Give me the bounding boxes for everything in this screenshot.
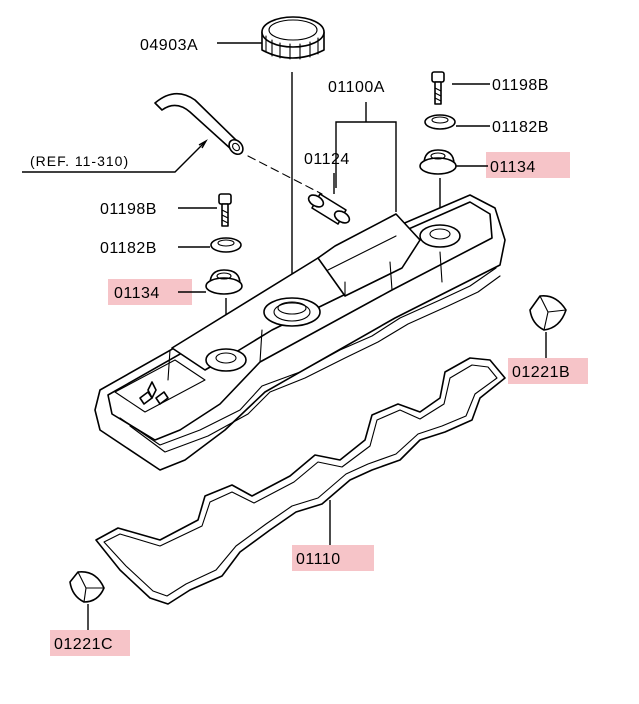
highlight-gasket <box>292 545 374 571</box>
label-washer-top: 01182B <box>492 119 549 136</box>
label-plug-left: 01221C <box>54 636 113 653</box>
rocker-cover[interactable] <box>94 194 506 471</box>
label-gasket: 01110 <box>296 551 341 568</box>
washer-left[interactable] <box>210 237 242 253</box>
label-grommet-top: 01134 <box>490 159 536 176</box>
highlight-grommet-top <box>486 152 570 178</box>
grommet-left[interactable] <box>205 269 243 295</box>
label-bolt-left: 01198B <box>100 201 157 218</box>
label-pipe: 01124 <box>304 151 350 168</box>
three-diamond-logo-icon <box>139 381 169 405</box>
label-bolt-top: 01198B <box>492 77 549 94</box>
label-plug-right: 01221B <box>512 364 570 381</box>
label-ref: (REF. 11-310) <box>30 153 129 169</box>
bolt-top[interactable] <box>431 71 445 105</box>
half-moon-plug-left[interactable] <box>69 571 105 603</box>
label-cover-assy: 01100A <box>328 79 385 96</box>
half-moon-plug-right[interactable] <box>529 294 567 331</box>
oil-filler-cap[interactable] <box>261 16 325 60</box>
leader-ref <box>22 141 206 173</box>
label-cap: 04903A <box>140 37 198 54</box>
label-washer-left: 01182B <box>100 240 157 257</box>
breather-hose[interactable] <box>154 92 246 157</box>
leader-cover-assy <box>335 102 397 212</box>
grommet-top[interactable] <box>419 149 457 175</box>
highlight-plug-right <box>508 358 588 384</box>
bolt-left[interactable] <box>218 193 232 227</box>
breather-pipe[interactable] <box>307 193 352 226</box>
washer-top[interactable] <box>424 114 456 130</box>
highlight-plug-left <box>50 630 130 656</box>
valve-cover-gasket[interactable] <box>95 357 506 605</box>
leader-ref-arrow <box>198 139 208 149</box>
axis-hose <box>247 155 323 195</box>
label-grommet-left: 01134 <box>114 285 160 302</box>
